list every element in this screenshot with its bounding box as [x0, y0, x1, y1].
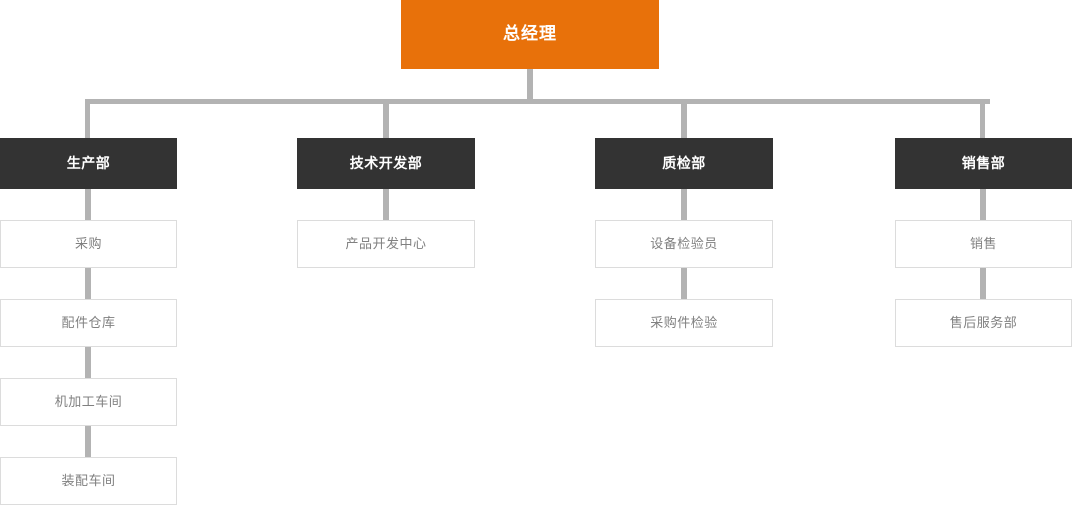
connector-col3-child1-to-child2: [681, 267, 687, 300]
node-sub-procurement[interactable]: 采购: [0, 220, 177, 268]
connector-bus-to-dept-3: [681, 99, 687, 138]
connector-col3-dept-to-child1: [681, 188, 687, 221]
node-department-quality-inspection[interactable]: 质检部: [595, 138, 773, 189]
connector-col4-child1-to-child2: [980, 267, 986, 300]
connector-bus-to-dept-1: [85, 99, 90, 138]
node-sub-machining-workshop[interactable]: 机加工车间: [0, 378, 177, 426]
node-sub-sales[interactable]: 销售: [895, 220, 1072, 268]
connector-bus-to-dept-2: [383, 99, 389, 138]
connector-col1-child1-to-child2: [85, 267, 91, 300]
node-sub-after-sales-service[interactable]: 售后服务部: [895, 299, 1072, 347]
node-sub-parts-warehouse[interactable]: 配件仓库: [0, 299, 177, 347]
node-sub-assembly-workshop[interactable]: 装配车间: [0, 457, 177, 505]
node-department-sales[interactable]: 销售部: [895, 138, 1072, 189]
connector-col1-child2-to-child3: [85, 346, 91, 379]
node-department-production[interactable]: 生产部: [0, 138, 177, 189]
connector-col1-child3-to-child4: [85, 425, 91, 458]
connector-col2-dept-to-child1: [383, 188, 389, 221]
connector-col4-dept-to-child1: [980, 188, 986, 221]
node-sub-purchased-parts-inspection[interactable]: 采购件检验: [595, 299, 773, 347]
connector-bus-to-dept-4: [980, 99, 985, 138]
connector-root-stem: [527, 69, 533, 100]
connector-col1-dept-to-child1: [85, 188, 91, 221]
node-department-technical-development[interactable]: 技术开发部: [297, 138, 475, 189]
connector-horizontal-bus: [85, 99, 990, 104]
node-root-general-manager[interactable]: 总经理: [401, 0, 659, 69]
node-sub-equipment-inspector[interactable]: 设备检验员: [595, 220, 773, 268]
node-sub-product-development-center[interactable]: 产品开发中心: [297, 220, 475, 268]
